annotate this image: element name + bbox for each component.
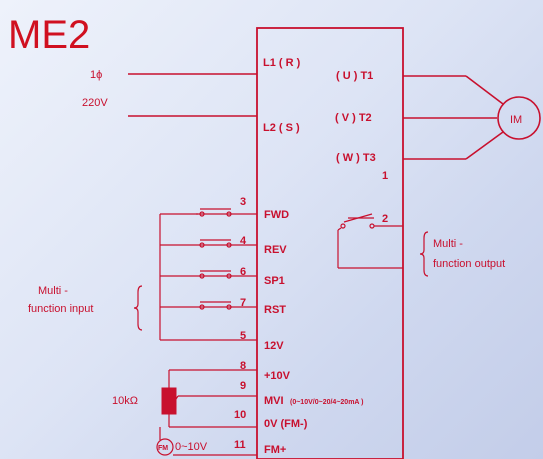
term-name-mvi: MVI	[264, 395, 284, 407]
frequency-meter	[156, 438, 174, 456]
term-name-sp1: SP1	[264, 275, 285, 287]
relay-label-line1: Multi -	[433, 238, 463, 250]
term-num-5: 5	[240, 330, 246, 342]
meter-symbol: FM	[158, 445, 168, 452]
input-label-line1: Multi -	[38, 285, 68, 297]
term-num-10: 10	[234, 409, 246, 421]
term-mvi-note: (0~10V/0~20/4~20mA )	[290, 399, 364, 406]
term-name-fm: FM+	[264, 444, 286, 456]
relay-term-2: 2	[382, 213, 388, 225]
term-name-fwd: FWD	[264, 209, 289, 221]
term-num-3: 3	[240, 196, 246, 208]
term-name-rev: REV	[264, 244, 287, 256]
supply-voltage-label: 220V	[82, 97, 108, 109]
term-name-rst: RST	[264, 304, 286, 316]
relay-label-line2: function output	[433, 258, 505, 270]
terminal-l2: L2 ( S )	[263, 122, 300, 134]
potentiometer	[161, 387, 177, 415]
relay-term-1: 1	[382, 170, 388, 182]
diagram-title: ME2	[8, 13, 90, 57]
input-label-line2: function input	[28, 303, 93, 315]
term-name-0v: 0V (FM-)	[264, 418, 308, 430]
term-num-9: 9	[240, 380, 246, 392]
term-num-6: 6	[240, 266, 246, 278]
supply-phase-label: 1ϕ	[90, 69, 102, 81]
terminal-l1: L1 ( R )	[263, 57, 301, 69]
motor-label: IM	[510, 114, 522, 126]
term-num-8: 8	[240, 360, 246, 372]
term-name-10v: +10V	[264, 370, 291, 382]
terminal-t1: ( U ) T1	[336, 70, 373, 82]
motor-circle	[497, 96, 541, 140]
pot-label: 10kΩ	[112, 395, 138, 407]
term-num-11: 11	[234, 439, 246, 451]
meter-range: 0~10V	[175, 441, 208, 453]
term-num-4: 4	[240, 235, 247, 247]
term-name-12v: 12V	[264, 340, 284, 352]
drive-box	[256, 27, 404, 459]
terminal-t3: ( W ) T3	[336, 152, 376, 164]
term-num-7: 7	[240, 297, 246, 309]
terminal-t2: ( V ) T2	[335, 112, 372, 124]
